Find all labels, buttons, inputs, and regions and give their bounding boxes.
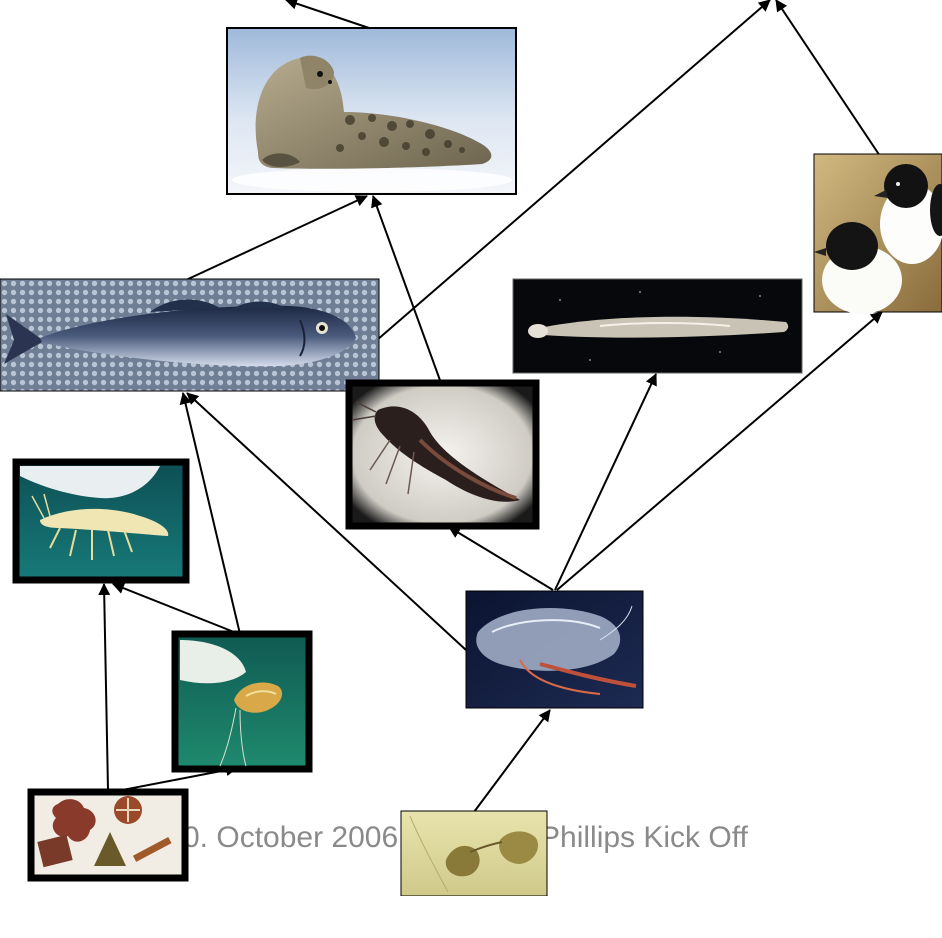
arrow-seal-to-top bbox=[286, 0, 372, 29]
ice-algae-photo bbox=[31, 792, 185, 878]
arrow-darkamph-to-seal bbox=[373, 196, 441, 383]
little-auk-photo bbox=[814, 154, 942, 314]
arrow-smallamph-to-fish bbox=[183, 393, 240, 634]
food-web-diagram bbox=[0, 0, 942, 896]
seal-photo bbox=[227, 28, 516, 194]
fish-larva-photo bbox=[513, 279, 802, 373]
small-amphipod-photo bbox=[175, 634, 309, 769]
arrow-algae-to-iceamph bbox=[104, 584, 108, 790]
diatom-chain-photo bbox=[401, 811, 547, 896]
arrow-diatom-to-copepod bbox=[474, 710, 550, 812]
dark-amphipod-photo bbox=[349, 383, 536, 526]
ice-amphipod-photo bbox=[16, 462, 186, 580]
arrow-smallamph-to-iceamph bbox=[113, 584, 234, 632]
copepod-photo bbox=[466, 591, 643, 708]
arrow-copepod-to-darkamph bbox=[449, 527, 553, 590]
arrow-copepod-to-larva bbox=[555, 374, 656, 590]
arctic-cod-photo bbox=[0, 279, 379, 391]
arrow-birds-to-topright bbox=[776, 0, 880, 156]
arrow-fish-to-seal bbox=[186, 196, 367, 280]
